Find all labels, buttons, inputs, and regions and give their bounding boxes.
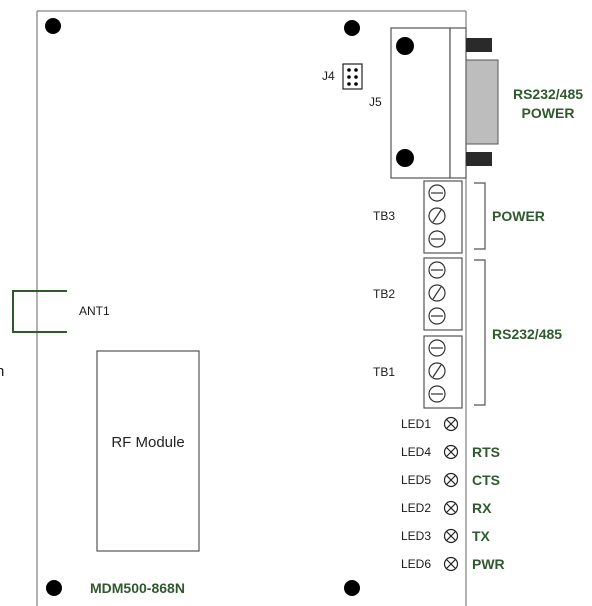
tb12-function: RS232/485 bbox=[492, 326, 562, 342]
tb1-label: TB1 bbox=[373, 365, 395, 379]
led-row-6: LED6 PWR bbox=[401, 556, 505, 572]
tb3-function: POWER bbox=[492, 208, 545, 224]
led-name: LED1 bbox=[401, 417, 431, 431]
tb3-terminal-block[interactable] bbox=[423, 180, 463, 254]
led-indicator-icon bbox=[443, 556, 459, 572]
mounting-hole-top-right bbox=[344, 20, 360, 36]
j5-label: J5 bbox=[369, 95, 382, 109]
led-function: RTS bbox=[472, 444, 500, 460]
tb12-bracket bbox=[474, 259, 486, 406]
led-function: TX bbox=[472, 528, 491, 544]
board-title: MDM500-868N bbox=[90, 580, 185, 596]
led-function: PWR bbox=[472, 556, 505, 572]
led-name: LED5 bbox=[401, 473, 431, 487]
led-name: LED6 bbox=[401, 557, 431, 571]
j4-pins bbox=[347, 68, 358, 86]
tb3-label: TB3 bbox=[373, 209, 395, 223]
antenna-label: ANT1 bbox=[79, 304, 110, 318]
tb3-bracket bbox=[474, 182, 486, 250]
j4-label: J4 bbox=[322, 69, 335, 83]
led-indicator-icon bbox=[443, 444, 459, 460]
led-indicator-icon bbox=[443, 500, 459, 516]
rf-module bbox=[96, 350, 200, 552]
tb2-terminal-block[interactable] bbox=[423, 257, 463, 331]
j5-function-line1: RS232/485 bbox=[513, 86, 583, 102]
led-row-4: LED2 RX bbox=[401, 500, 492, 516]
led-indicator-icon bbox=[443, 416, 459, 432]
rf-module-label: RF Module bbox=[111, 434, 184, 451]
tb1-terminal-block[interactable] bbox=[423, 335, 463, 409]
mounting-hole-top-left bbox=[45, 18, 61, 34]
led-indicator-icon bbox=[443, 528, 459, 544]
led-function: CTS bbox=[472, 472, 500, 488]
mounting-hole-bottom-left bbox=[46, 580, 62, 596]
led-name: LED2 bbox=[401, 501, 431, 515]
stray-glyph: n bbox=[0, 363, 4, 380]
led-row-2: LED4 RTS bbox=[401, 444, 500, 460]
antenna-symbol bbox=[12, 290, 67, 333]
led-row-1: LED1 bbox=[401, 416, 459, 432]
led-row-3: LED5 CTS bbox=[401, 472, 500, 488]
mounting-hole-bottom-right bbox=[344, 580, 360, 596]
led-row-5: LED3 TX bbox=[401, 528, 491, 544]
led-name: LED4 bbox=[401, 445, 431, 459]
j5-connector[interactable] bbox=[390, 27, 499, 179]
j5-function-line2: POWER bbox=[522, 105, 575, 121]
led-function: RX bbox=[472, 500, 492, 516]
led-name: LED3 bbox=[401, 529, 431, 543]
led-indicator-icon bbox=[443, 472, 459, 488]
j4-jumper-header[interactable] bbox=[342, 63, 363, 90]
tb2-label: TB2 bbox=[373, 287, 395, 301]
